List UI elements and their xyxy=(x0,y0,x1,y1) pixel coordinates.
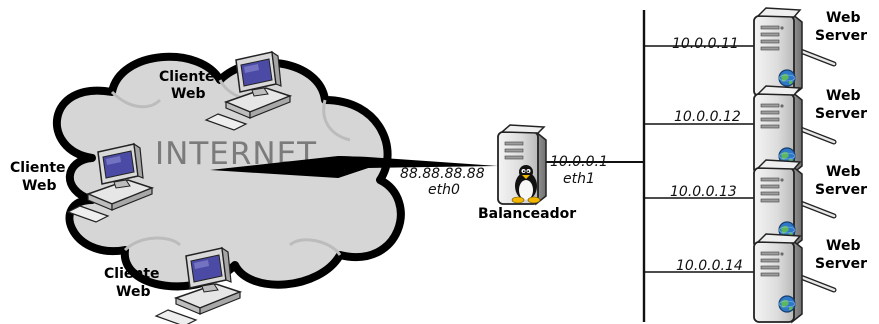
balancer-external-ip: 88.88.88.88 xyxy=(400,166,485,182)
client-label-bottom-line1: Cliente xyxy=(104,266,160,282)
balancer-label: Balanceador xyxy=(478,206,576,222)
server-label-1-line1: Web xyxy=(826,10,860,26)
server-label-1-line2: Server xyxy=(815,28,867,44)
client-label-bottom-line2: Web xyxy=(116,284,150,300)
server-label-2-line1: Web xyxy=(826,88,860,104)
balancer-server xyxy=(497,124,547,206)
web-server-4 xyxy=(754,234,834,322)
client-label-left-line2: Web xyxy=(22,178,56,194)
balancer-external-iface: eth0 xyxy=(428,182,460,198)
client-label-left-line1: Cliente xyxy=(10,160,66,176)
web-server-1 xyxy=(754,8,834,96)
client-label-top-line2: Web xyxy=(171,86,205,102)
server-label-4-line2: Server xyxy=(815,256,867,272)
tux-icon xyxy=(511,165,541,204)
server-label-2-line2: Server xyxy=(815,106,867,122)
server-label-3-line1: Web xyxy=(826,164,860,180)
server-label-3-line2: Server xyxy=(815,182,867,198)
client-label-top-line1: Cliente xyxy=(159,69,215,85)
balancer-internal-iface: eth1 xyxy=(563,171,595,187)
server-ip-4: 10.0.0.14 xyxy=(676,258,743,274)
balancer-internal-ip: 10.0.0.1 xyxy=(550,154,608,170)
server-ip-3: 10.0.0.13 xyxy=(670,184,737,200)
server-label-4-line1: Web xyxy=(826,238,860,254)
server-ip-1: 10.0.0.11 xyxy=(672,36,739,52)
server-ip-2: 10.0.0.12 xyxy=(674,109,741,125)
